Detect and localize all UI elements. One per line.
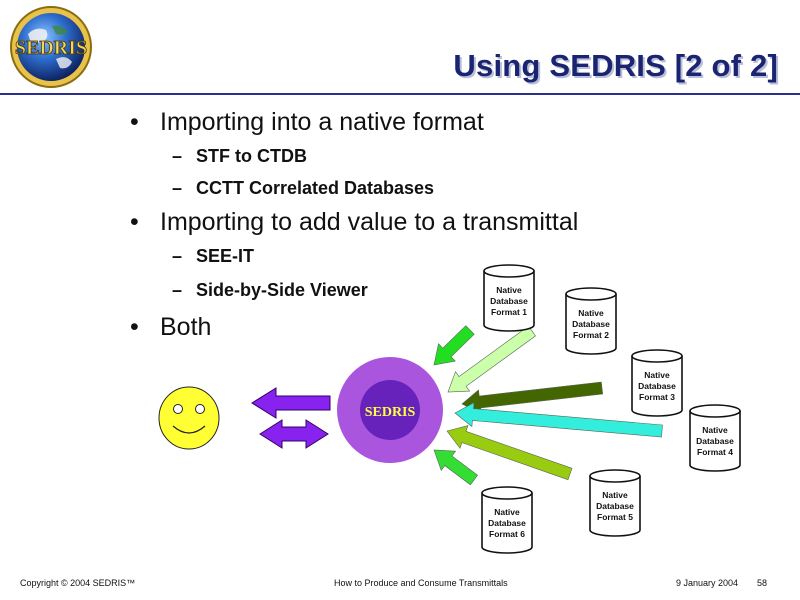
database-label-line: Database bbox=[638, 381, 676, 391]
database-label-line: Format 3 bbox=[639, 392, 675, 402]
bullet-text: Both bbox=[160, 313, 212, 341]
slide-title: Using SEDRIS [2 of 2] bbox=[453, 48, 778, 83]
sub-bullet-text: Side-by-Side Viewer bbox=[196, 280, 368, 300]
database-arrow-5 bbox=[446, 425, 573, 481]
database-label-line: Format 5 bbox=[597, 512, 633, 522]
database-arrow-2 bbox=[447, 325, 536, 393]
database-label-line: Native bbox=[602, 490, 628, 500]
left-arrow-icon bbox=[251, 387, 331, 419]
sedris-logo: SEDRIS bbox=[10, 6, 92, 88]
footer-presentation-title: How to Produce and Consume Transmittals bbox=[334, 578, 508, 588]
database-label-line: Database bbox=[490, 296, 528, 306]
bullet-glyph: • bbox=[130, 313, 139, 341]
database-arrow-3 bbox=[461, 381, 604, 415]
footer-date: 9 January 2004 bbox=[676, 578, 739, 588]
sub-bullet-text: CCTT Correlated Databases bbox=[196, 178, 435, 198]
bullet-text: Importing into a native format bbox=[160, 108, 484, 136]
database-label-line: Database bbox=[596, 501, 634, 511]
smiley-face-icon bbox=[158, 386, 220, 450]
double-arrow-icon bbox=[259, 419, 329, 449]
title-divider bbox=[0, 93, 800, 95]
hub-label: SEDRIS bbox=[365, 405, 416, 420]
database-label-line: Native bbox=[644, 370, 670, 380]
sub-bullet-text: SEE-IT bbox=[196, 246, 255, 266]
database-arrow-1 bbox=[433, 325, 475, 366]
database-arrow-4 bbox=[454, 402, 663, 438]
database-label-line: Database bbox=[572, 319, 610, 329]
dash-glyph: – bbox=[172, 280, 183, 300]
bullet-glyph: • bbox=[130, 108, 139, 136]
database-label-line: Native bbox=[702, 425, 728, 435]
database-label-line: Database bbox=[488, 518, 526, 528]
database-label-line: Format 2 bbox=[573, 330, 609, 340]
bullet-text: Importing to add value to a transmittal bbox=[160, 208, 579, 236]
database-arrows bbox=[433, 325, 663, 486]
database-label-line: Native bbox=[494, 507, 520, 517]
dash-glyph: – bbox=[172, 146, 183, 166]
database-label-line: Format 4 bbox=[697, 447, 733, 457]
database-arrow-6 bbox=[433, 449, 479, 486]
database-label-line: Format 1 bbox=[491, 307, 527, 317]
bullet-glyph: • bbox=[130, 208, 139, 236]
database-label-line: Native bbox=[578, 308, 604, 318]
database-label-line: Format 6 bbox=[489, 529, 525, 539]
footer-page-number: 58 bbox=[757, 578, 768, 588]
logo-text: SEDRIS bbox=[15, 37, 87, 59]
footer-copyright: Copyright © 2004 SEDRIS™ bbox=[20, 578, 136, 588]
dash-glyph: – bbox=[172, 246, 183, 266]
sedris-hub: SEDRIS bbox=[337, 357, 443, 463]
database-label-line: Database bbox=[696, 436, 734, 446]
sub-bullet-text: STF to CTDB bbox=[196, 146, 307, 166]
dash-glyph: – bbox=[172, 178, 183, 198]
database-label-line: Native bbox=[496, 285, 522, 295]
